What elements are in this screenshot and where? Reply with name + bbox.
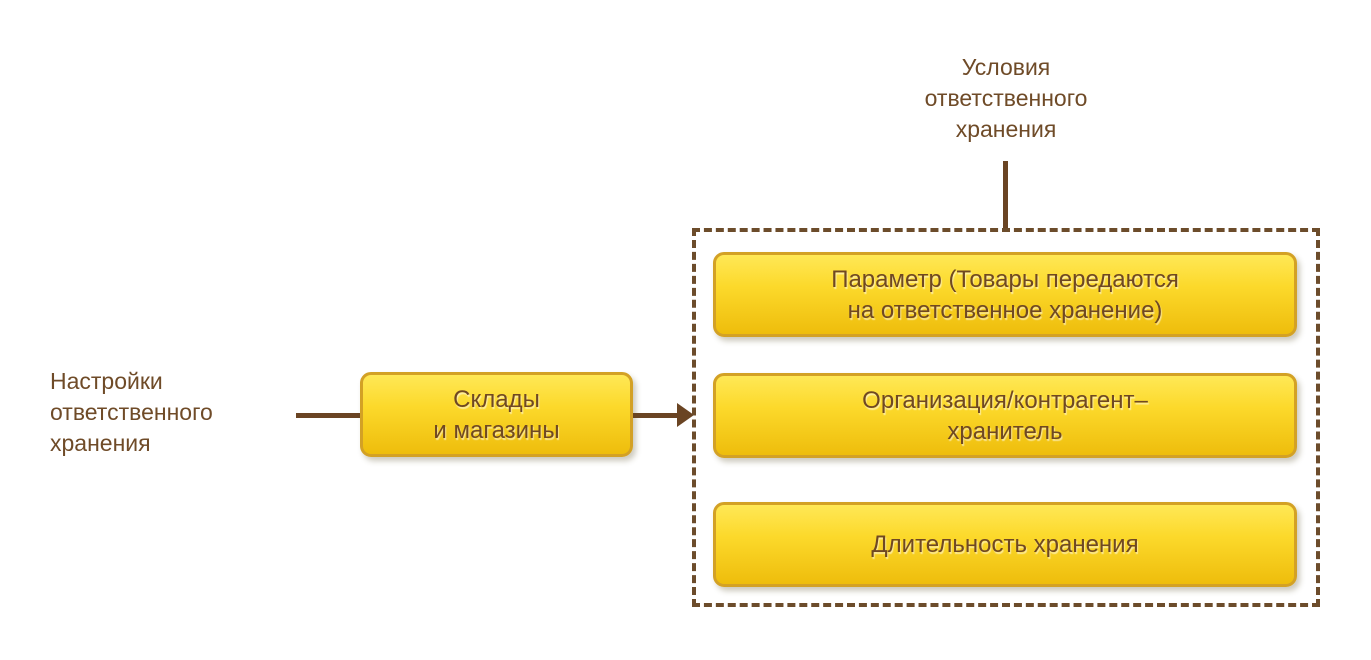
- node-keeper-line-1: Организация/контрагент–: [862, 386, 1148, 414]
- connector-line-top: [1003, 161, 1008, 229]
- source-label-line-3: хранения: [50, 430, 151, 456]
- node-keeper-line-2: хранитель: [947, 417, 1063, 445]
- arrow-head-icon: [677, 403, 694, 427]
- node-parameter-line-1: Параметр (Товары передаются: [831, 265, 1179, 293]
- node-parameter-text: Параметр (Товары передаются на ответстве…: [831, 264, 1179, 326]
- group-label-line-1: Условия: [961, 54, 1051, 80]
- source-label-line-1: Настройки: [50, 368, 163, 394]
- node-warehouses-text: Склады и магазины: [433, 384, 559, 446]
- group-container-dashed-border: [692, 228, 1320, 607]
- connector-line-left: [296, 413, 360, 418]
- node-warehouses-line-2: и магазины: [433, 416, 560, 444]
- group-label-line-3: хранения: [955, 116, 1057, 142]
- node-warehouses-line-1: Склады: [453, 385, 540, 413]
- node-warehouses-and-stores: Склады и магазины: [360, 372, 633, 457]
- node-duration-text: Длительность хранения: [871, 529, 1138, 560]
- node-keeper-text: Организация/контрагент– хранитель: [862, 385, 1148, 447]
- arrow-shaft: [633, 413, 679, 418]
- node-organization-counterparty-keeper: Организация/контрагент– хранитель: [713, 373, 1297, 458]
- source-label-line-2: ответственного: [50, 399, 213, 425]
- node-parameter-goods-transferred: Параметр (Товары передаются на ответстве…: [713, 252, 1297, 337]
- node-storage-duration: Длительность хранения: [713, 502, 1297, 587]
- node-parameter-line-2: на ответственное хранение): [847, 296, 1163, 324]
- group-label-line-2: ответственного: [924, 85, 1088, 111]
- source-label: Настройки ответственного хранения: [50, 366, 290, 459]
- node-duration-line-1: Длительность хранения: [871, 531, 1139, 558]
- group-label: Условия ответственного хранения: [870, 52, 1142, 145]
